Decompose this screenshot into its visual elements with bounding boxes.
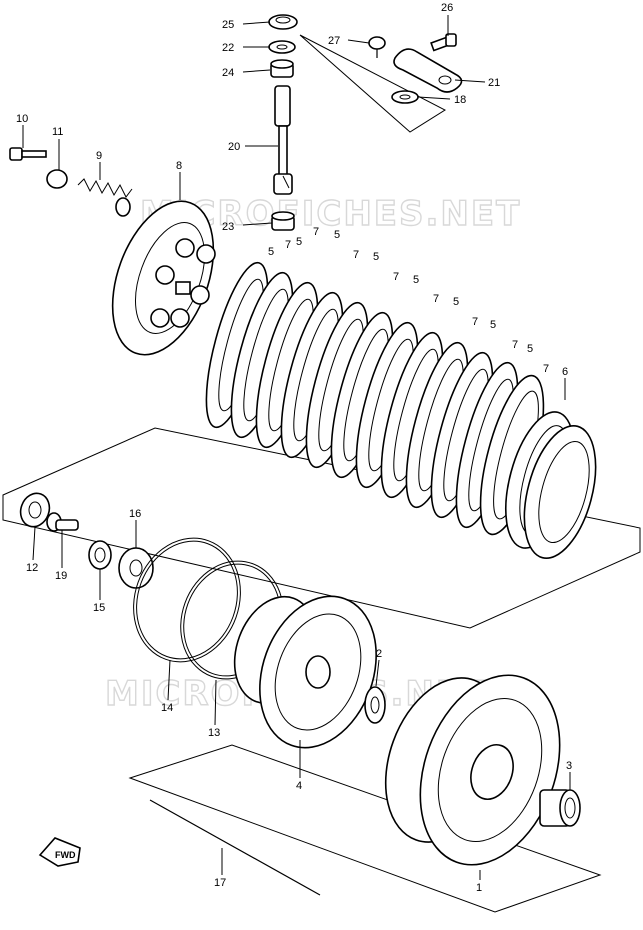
callout-15: 15	[93, 602, 105, 614]
part-20-release-shaft	[273, 85, 293, 195]
part-19-bolt	[46, 512, 79, 532]
part-27-screw	[368, 36, 386, 58]
part-23-bearing	[271, 211, 295, 231]
part-2-thrust-washer	[364, 686, 386, 724]
leader-lines	[22, 15, 571, 880]
clutch-plate-stack	[205, 261, 597, 560]
part-4-clutch-hub	[233, 595, 377, 749]
part-18-washer	[391, 90, 419, 104]
part-8-pressure-plate	[111, 200, 216, 356]
forward-arrow-icon: FWD	[38, 837, 81, 867]
part-3-spacer	[539, 789, 581, 827]
callout-plate-7: 7	[313, 226, 319, 238]
callout-plate-7: 7	[472, 316, 478, 328]
callout-labels: 25 22 24 20 23 26 27 21 18 10 11 9 8 12 …	[16, 2, 572, 894]
callout-19: 19	[55, 570, 67, 582]
callout-2: 2	[376, 648, 382, 660]
callout-21: 21	[488, 77, 500, 89]
callout-plate-7: 7	[353, 249, 359, 261]
part-21-release-arm	[393, 48, 463, 93]
callout-17: 17	[214, 877, 226, 889]
part-15-nut	[88, 540, 112, 570]
part-26-bolt	[430, 33, 457, 52]
part-10-bolt	[9, 147, 47, 161]
part-11-sleeve	[46, 169, 68, 189]
lower-assembly-frame	[2, 427, 641, 629]
callout-plate-5: 5	[334, 229, 340, 241]
callout-24: 24	[222, 67, 234, 79]
callout-20: 20	[228, 141, 240, 153]
callout-27: 27	[328, 35, 340, 47]
callout-12: 12	[26, 562, 38, 574]
callout-6: 6	[562, 366, 568, 378]
part-14-ring	[133, 537, 241, 663]
callout-plate-5: 5	[527, 343, 533, 355]
part-24-needle-bearing	[270, 59, 294, 78]
callout-23: 23	[222, 221, 234, 233]
callout-plate-5: 5	[453, 296, 459, 308]
callout-1: 1	[476, 882, 482, 894]
callout-4: 4	[296, 780, 302, 792]
callout-26: 26	[441, 2, 453, 14]
callout-plate-7: 7	[543, 363, 549, 375]
callout-11: 11	[52, 126, 63, 138]
callout-16: 16	[129, 508, 141, 520]
callout-plate-7: 7	[512, 339, 518, 351]
callout-plate-5: 5	[490, 319, 496, 331]
callout-plate-5: 5	[268, 246, 274, 258]
callout-plate-7: 7	[393, 271, 399, 283]
release-assembly-frame	[299, 34, 447, 133]
callout-14: 14	[161, 702, 173, 714]
callout-plate-7: 7	[433, 293, 439, 305]
callout-8: 8	[176, 160, 182, 172]
callout-plate-5: 5	[373, 251, 379, 263]
part-22-washer	[268, 40, 296, 54]
part-9-spring	[77, 178, 133, 217]
callout-18: 18	[454, 94, 466, 106]
part-17-pushrod	[149, 799, 321, 896]
callout-plate-7: 7	[285, 239, 291, 251]
callout-10: 10	[16, 113, 28, 125]
callout-3: 3	[566, 760, 572, 772]
part-12-bearing	[19, 492, 51, 528]
part-1-clutch-housing	[384, 674, 561, 866]
callout-plate-5: 5	[413, 274, 419, 286]
callout-22: 22	[222, 42, 234, 54]
direction-badge-text: FWD	[55, 850, 76, 860]
pushrod-frame	[128, 744, 602, 913]
callout-9: 9	[96, 150, 102, 162]
callout-25: 25	[222, 19, 234, 31]
callout-plate-5: 5	[296, 236, 302, 248]
callout-13: 13	[208, 727, 220, 739]
part-25-bearing	[268, 14, 298, 30]
